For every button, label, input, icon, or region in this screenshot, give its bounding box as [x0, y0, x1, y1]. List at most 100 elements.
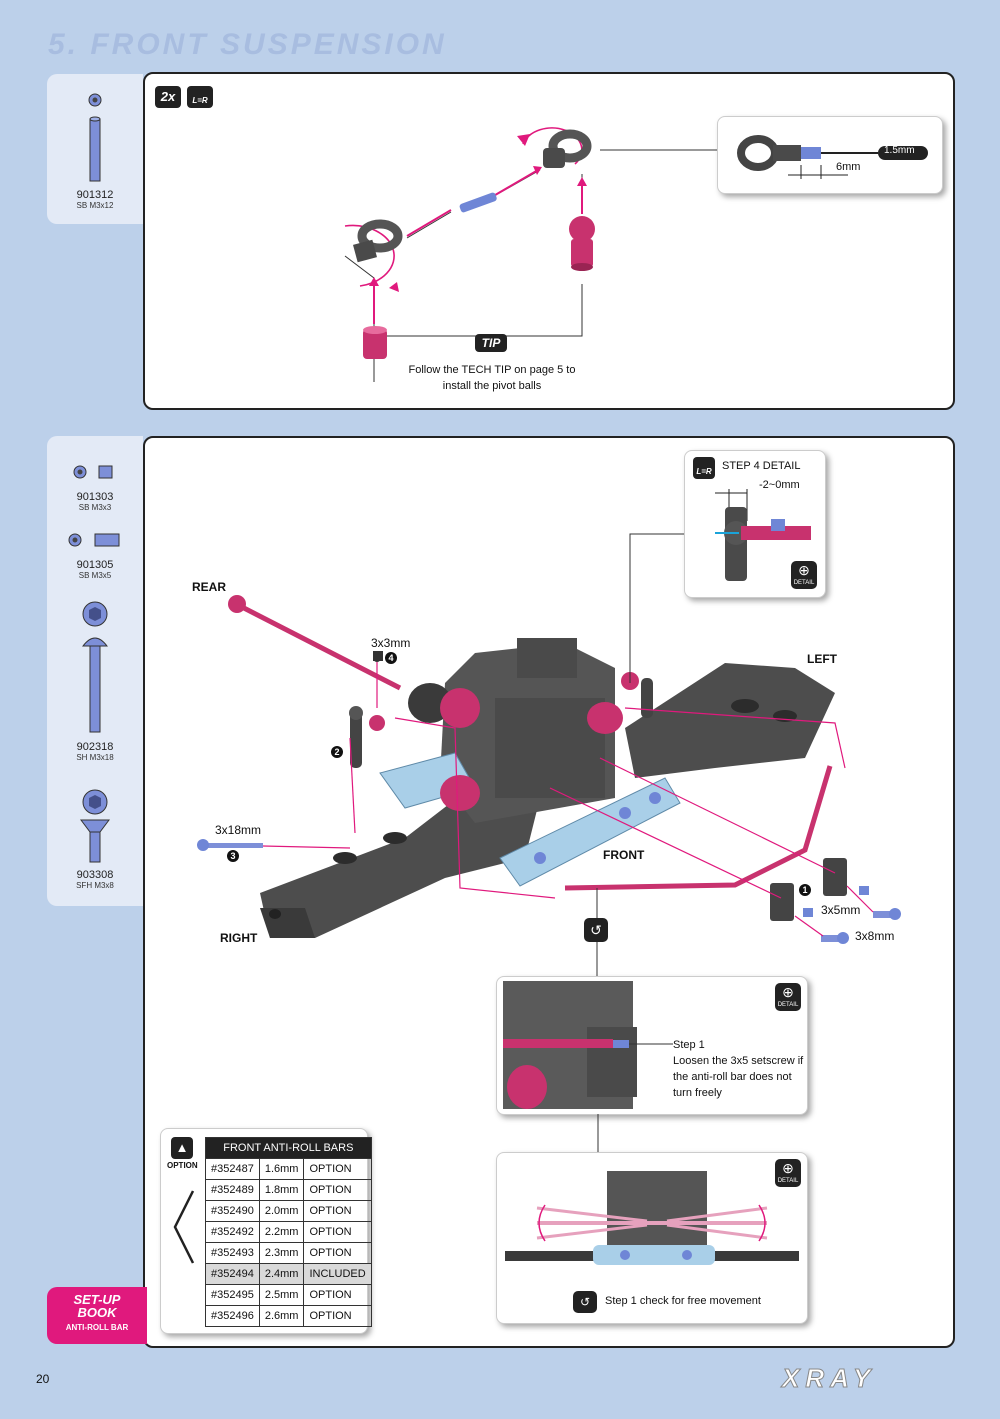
part-item: 901303 SB M3x3: [47, 458, 143, 512]
label-rear: REAR: [192, 580, 227, 594]
setscrew-detail-callout: ⊕DETAIL Step 1 Loosen the 3x5 setscrew i…: [496, 976, 808, 1115]
step-number-4: 4: [385, 652, 397, 664]
step4-dimension: -2~0mm: [759, 479, 800, 491]
part-item: 901312 SB M3x12: [47, 92, 143, 210]
table-cell: 2.6mm: [258, 1305, 305, 1327]
detail-icon: ⊕DETAIL: [775, 983, 801, 1011]
part-item: 901305 SB M3x5: [47, 526, 143, 580]
thumbs-up-icon: ▲: [171, 1137, 193, 1159]
instruction-line-3: turn freely: [673, 1087, 722, 1099]
table-cell: 1.6mm: [258, 1158, 305, 1180]
tip-badge: TIP: [475, 334, 507, 352]
table-cell: #352492: [205, 1221, 260, 1243]
table-cell: 2.4mm: [258, 1263, 305, 1285]
table-cell: #352494: [205, 1263, 260, 1285]
hex-driver-detail: [737, 135, 928, 179]
setscrew-detail-drawing: [503, 981, 673, 1109]
movement-detail-callout: ⊕DETAIL ↺ Step 1 check for free movement: [496, 1152, 808, 1324]
movement-detail-drawing: [505, 1171, 799, 1265]
page-number: 20: [36, 1372, 50, 1386]
table-cell: 2.3mm: [258, 1242, 305, 1264]
option-label: OPTION: [167, 1161, 198, 1170]
table-cell: OPTION: [303, 1242, 372, 1264]
lr-badge: L=R: [187, 86, 213, 108]
lr-badge: L=R: [693, 457, 715, 479]
part-desc: SB M3x5: [78, 571, 112, 580]
table-cell: OPTION: [303, 1284, 372, 1306]
label-screw-3x18: 3x18mm: [215, 823, 262, 837]
label-screw-3x5: 3x5mm: [821, 903, 861, 917]
step-panel-1: 2x L=R: [143, 72, 955, 410]
table-cell: 1.8mm: [258, 1179, 305, 1201]
table-header: FRONT ANTI-ROLL BARS: [205, 1137, 372, 1159]
label-right: RIGHT: [220, 931, 258, 945]
table-cell: OPTION: [303, 1305, 372, 1327]
table-cell: #352495: [205, 1284, 260, 1306]
tip-text-line-1: Follow the TECH TIP on page 5 to: [408, 364, 576, 376]
tool-size-label: 1.5mm: [884, 145, 915, 156]
step-number-2: 2: [331, 746, 343, 758]
front-suspension-diagram: [197, 533, 901, 998]
parts-list-bottom: 901303 SB M3x3 901305 SB M3x5 902318 SH …: [47, 436, 143, 906]
label-front: FRONT: [603, 848, 645, 862]
table-cell: 2.0mm: [258, 1200, 305, 1222]
quantity-badge: 2x: [155, 86, 181, 108]
flat-head-screw-icon: [80, 789, 110, 863]
setup-book-line-1: SET-UP: [73, 1292, 121, 1307]
brand-logo: XRAY: [781, 1363, 877, 1394]
part-item: 903308 SFH M3x8: [47, 786, 143, 890]
rotate-check-icon: ↺: [584, 918, 608, 942]
step-panel-2: REAR LEFT FRONT RIGHT 3x3mm 3x18mm 3x5mm…: [143, 436, 955, 1348]
screw-icon: [88, 93, 102, 182]
setscrew-instruction: Step 1 Loosen the 3x5 setscrew if the an…: [673, 1037, 803, 1101]
table-cell: 2.2mm: [258, 1221, 305, 1243]
tip-text-line-2: install the pivot balls: [442, 380, 542, 392]
part-item: 902318 SH M3x18: [47, 598, 143, 762]
part-number: 901303: [76, 491, 114, 503]
part-desc: SB M3x12: [76, 201, 114, 210]
step4-detail-title: STEP 4 DETAIL: [722, 460, 801, 472]
table-cell: OPTION: [303, 1179, 372, 1201]
table-cell: #352490: [205, 1200, 260, 1222]
table-cell: OPTION: [303, 1200, 372, 1222]
button-head-screw-icon: [81, 601, 109, 733]
instruction-line-1: Loosen the 3x5 setscrew if: [673, 1055, 804, 1067]
instruction-line-2: the anti-roll bar does not: [673, 1071, 792, 1083]
setscrew-icon: [73, 465, 113, 479]
step4-detail-callout: L=R STEP 4 DETAIL -2~0mm ⊕DETAIL: [684, 450, 826, 598]
part-desc: SB M3x3: [78, 503, 112, 512]
label-screw-3x8: 3x8mm: [855, 929, 895, 943]
label-left: LEFT: [807, 652, 837, 666]
part-number: 903308: [76, 869, 114, 881]
setup-book-tab: SET-UP BOOK ANTI-ROLL BAR: [47, 1287, 147, 1344]
dimension-label: 6mm: [836, 161, 861, 173]
connector-line: [597, 1114, 599, 1154]
detail-icon: ⊕DETAIL: [775, 1159, 801, 1187]
setup-book-line-2: BOOK: [77, 1305, 117, 1320]
tip-text: Follow the TECH TIP on page 5 to install…: [385, 362, 599, 394]
part-desc: SH M3x18: [76, 753, 114, 762]
table-cell: #352489: [205, 1179, 260, 1201]
part-desc: SFH M3x8: [76, 881, 114, 890]
rotate-check-icon: ↺: [573, 1291, 597, 1313]
table-cell: INCLUDED: [303, 1263, 372, 1285]
movement-instruction: Step 1 check for free movement: [605, 1295, 761, 1307]
table-cell: #352487: [205, 1158, 260, 1180]
setup-book-line-3: ANTI-ROLL BAR: [65, 1323, 129, 1332]
table-cell: 2.5mm: [258, 1284, 305, 1306]
setscrew-icon: [68, 533, 120, 547]
table-cell: #352493: [205, 1242, 260, 1264]
step-number-3: 3: [227, 850, 239, 862]
instruction-step: Step 1: [673, 1039, 705, 1051]
tool-detail-callout: 1.5mm 6mm: [717, 116, 943, 194]
ball-cup-assembly-diagram: [344, 127, 720, 382]
